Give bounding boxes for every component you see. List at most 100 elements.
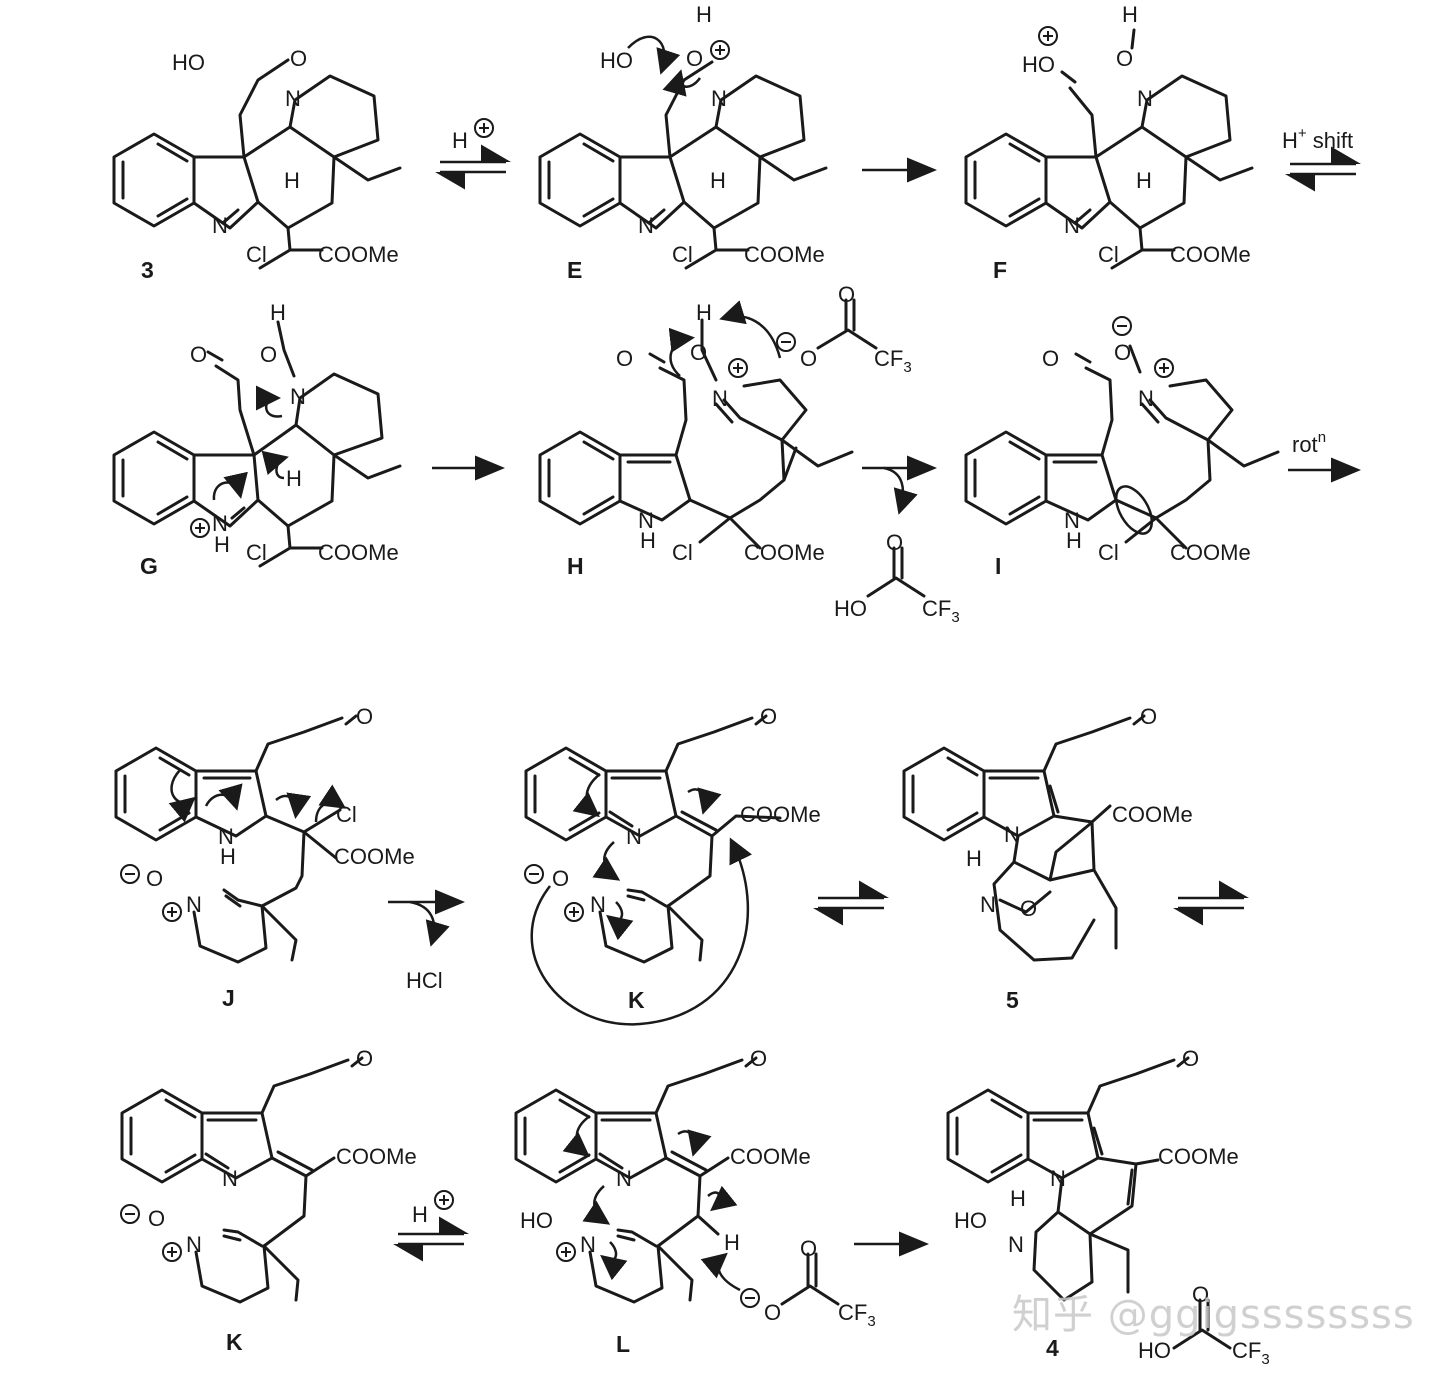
watermark: 知乎 @ggigssssssss — [1012, 1292, 1415, 1338]
compound-label: G — [140, 553, 158, 579]
atom-label: Cl — [1098, 242, 1119, 267]
atom-label: H — [286, 466, 302, 491]
compound-label: I — [995, 553, 1001, 579]
atom-label: N — [638, 213, 654, 238]
atom-label: CF3 — [1232, 1338, 1270, 1368]
atom-label: O — [1140, 704, 1157, 729]
atom-label: O — [356, 1046, 373, 1071]
atom-label: N — [222, 1166, 238, 1191]
atom-label: N — [212, 213, 228, 238]
atom-label: O — [1114, 340, 1131, 365]
equilibrium-arrow — [1173, 880, 1249, 926]
atom-label: H — [220, 844, 236, 869]
atom-label: HO — [520, 1208, 553, 1233]
benzene-ring — [114, 746, 198, 842]
atom-label: O — [800, 346, 817, 371]
atom-label: N — [186, 892, 202, 917]
atom-label: COOMe — [1170, 540, 1251, 565]
compound-H: O H O N N H Cl COOMe H O O CF3 — [538, 282, 912, 579]
equilibrium-arrow: H+ shift — [1282, 125, 1361, 192]
atom-label: HO — [954, 1208, 987, 1233]
trifluoroacetate-anion: O O CF3 — [740, 1236, 876, 1330]
atom-label: O — [800, 1236, 817, 1261]
benzene-ring — [112, 430, 196, 526]
atom-label: N — [218, 824, 234, 849]
atom-label: HO — [1138, 1338, 1171, 1363]
atom-label: HO — [834, 596, 867, 621]
equilibrium-arrow — [813, 880, 889, 926]
atom-label: H — [966, 846, 982, 871]
atom-label: N — [1064, 508, 1080, 533]
atom-label: COOMe — [740, 802, 821, 827]
benzene-ring — [902, 746, 986, 842]
atom-label: O — [1192, 1282, 1209, 1307]
atom-label: Cl — [246, 242, 267, 267]
atom-label: COOMe — [744, 540, 825, 565]
atom-label: O — [260, 342, 277, 367]
atom-label: N — [1008, 1232, 1024, 1257]
compound-F: HO O H N H N Cl COOMe F — [964, 2, 1254, 283]
compound-label: H — [567, 553, 584, 579]
atom-label: O — [1042, 346, 1059, 371]
compound-3: HO O N H N Cl COOMe 3 — [112, 46, 402, 283]
atom-label: N — [1138, 386, 1154, 411]
atom-label: O — [1116, 46, 1133, 71]
condition-label: H+ shift — [1282, 125, 1353, 153]
atom-label: N — [290, 384, 306, 409]
atom-label: COOMe — [318, 540, 399, 565]
atom-label: N — [590, 892, 606, 917]
condition-label: rotn — [1292, 429, 1326, 457]
atom-label: O — [146, 866, 163, 891]
trifluoroacetic-acid: HO O CF3 — [834, 530, 960, 626]
atom-label: N — [580, 1232, 596, 1257]
equilibrium-arrow: H — [435, 118, 511, 190]
atom-label: N — [1137, 86, 1153, 111]
atom-label: H — [1066, 528, 1082, 553]
benzene-ring — [120, 1088, 204, 1184]
atom-label: O — [290, 46, 307, 71]
compound-E: HO O H N H N Cl COOMe E — [538, 2, 828, 283]
atom-label: O — [686, 46, 703, 71]
atom-label: N — [1064, 213, 1080, 238]
compound-label: 4 — [1046, 1335, 1059, 1361]
compound-4: O COOMe N H HO N HO O CF3 4 — [946, 1046, 1270, 1368]
atom-label: HO — [1022, 52, 1055, 77]
atom-label: H — [214, 532, 230, 557]
compound-label: J — [222, 985, 235, 1011]
atom-label: H — [1136, 168, 1152, 193]
compound-5: O COOMe N H N O 5 — [902, 704, 1193, 1013]
compound-label: 5 — [1006, 987, 1019, 1013]
atom-label: N — [1004, 822, 1020, 847]
atom-label: O — [148, 1206, 165, 1231]
atom-label: COOMe — [1170, 242, 1251, 267]
benzene-ring — [112, 132, 196, 228]
compound-label: 3 — [141, 257, 154, 283]
atom-label: H — [270, 300, 286, 325]
trifluoroacetic-acid: HO O CF3 — [1138, 1282, 1270, 1368]
atom-label: HO — [600, 48, 633, 73]
atom-label: N — [212, 511, 228, 536]
benzene-ring — [514, 1088, 598, 1184]
atom-label: CF3 — [874, 346, 912, 376]
compound-K: O COOMe N O N K — [524, 704, 821, 1026]
compound-label: K — [226, 1329, 243, 1355]
atom-label: Cl — [246, 540, 267, 565]
benzene-ring — [538, 430, 622, 526]
atom-label: HO — [172, 50, 205, 75]
atom-label: O — [356, 704, 373, 729]
compound-label: E — [567, 257, 582, 283]
compound-label: L — [616, 1331, 630, 1357]
atom-label: H — [696, 300, 712, 325]
atom-label: O — [750, 1046, 767, 1071]
atom-label: CF3 — [838, 1300, 876, 1330]
atom-label: O — [1182, 1046, 1199, 1071]
compound-L: O COOMe N HO N H O O CF3 L — [514, 1046, 876, 1357]
atom-label: Cl — [336, 802, 357, 827]
condition-label: H — [452, 128, 468, 153]
atom-label: COOMe — [1158, 1144, 1239, 1169]
compound-label: F — [993, 257, 1007, 283]
atom-label: O — [760, 704, 777, 729]
compound-label: K — [628, 987, 645, 1013]
atom-label: COOMe — [318, 242, 399, 267]
